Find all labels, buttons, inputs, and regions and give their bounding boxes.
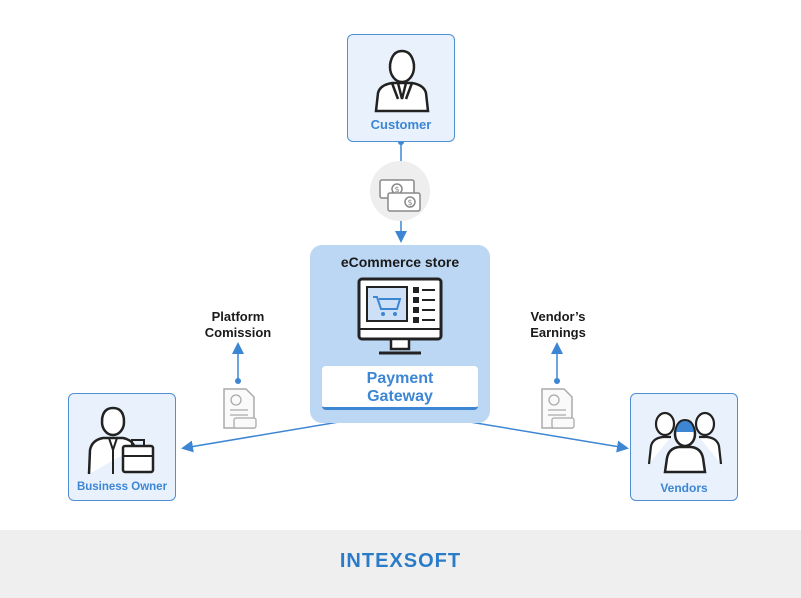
- payment-gateway-line2: Gateway: [367, 388, 433, 405]
- customer-person-icon: [374, 49, 430, 113]
- platform-connector-dot: [235, 378, 241, 384]
- svg-text:$: $: [394, 185, 399, 194]
- business-owner-label: Business Owner: [76, 481, 168, 493]
- payment-gateway: Payment Gateway: [322, 366, 478, 410]
- vendor-earnings-line2: Earnings: [530, 325, 586, 340]
- store-title: eCommerce store: [340, 254, 460, 270]
- ecommerce-store-node: eCommerce store Payment Gateway: [310, 245, 490, 423]
- footer: INTEXSOFT: [0, 530, 801, 598]
- platform-commission-line1: Platform: [211, 309, 265, 324]
- vendors-node: Vendors: [630, 393, 738, 501]
- money-icon: $ $: [370, 161, 430, 221]
- vendors-label: Vendors: [660, 481, 708, 495]
- customer-label: Customer: [370, 117, 432, 132]
- vendor-earnings-line1: Vendor’s: [530, 309, 586, 324]
- intexsoft-logo: INTEXSOFT: [339, 550, 462, 572]
- vendors-group-icon: [647, 411, 723, 474]
- svg-text:$: $: [407, 198, 412, 207]
- commission-document-icon: [223, 388, 257, 429]
- earnings-document-icon: [541, 388, 575, 429]
- monitor-cart-icon: [357, 277, 443, 355]
- business-owner-icon: [87, 406, 155, 475]
- platform-commission-line2: Comission: [204, 325, 272, 340]
- customer-node: Customer: [347, 34, 455, 142]
- payment-gateway-line1: Payment: [366, 370, 434, 387]
- vendor-earnings-label: Vendor’s Earnings: [515, 309, 601, 341]
- vendor-connector-dot: [554, 378, 560, 384]
- platform-commission-label: Platform Comission: [195, 309, 281, 341]
- business-owner-node: Business Owner: [68, 393, 176, 501]
